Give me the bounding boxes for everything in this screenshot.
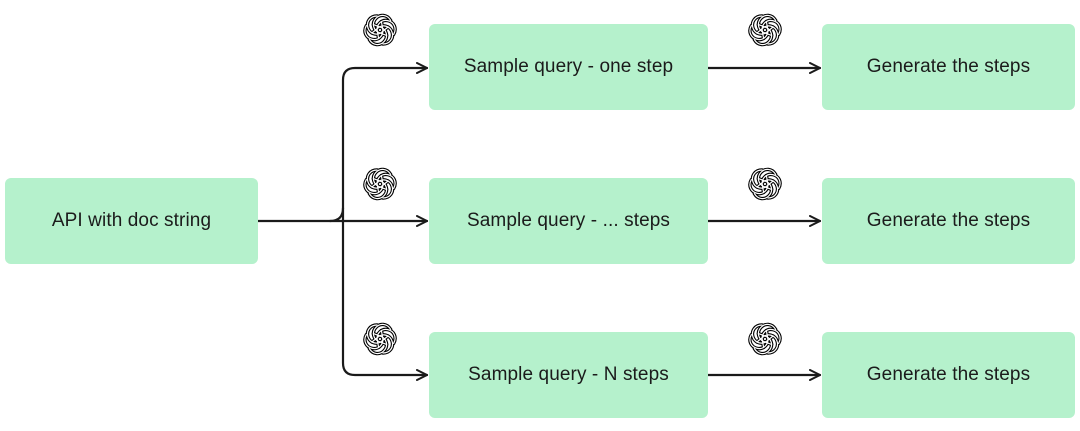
connector-source-trunk [256,206,345,223]
connector-to-query-1 [341,62,429,223]
query-node-label: Sample query - one step [463,56,674,77]
output-node-label: Generate the steps [866,210,1031,231]
source-node-api-doc-string: API with doc string [5,178,258,264]
query-node-label: Sample query - ... steps [466,210,671,231]
query-node-multi-step: Sample query - ... steps [429,178,708,264]
output-node-label: Generate the steps [866,364,1031,385]
openai-logo-icon [356,160,404,208]
output-node-generate-steps-2: Generate the steps [822,178,1075,264]
output-node-label: Generate the steps [866,56,1031,77]
connector-to-query-3 [341,219,429,381]
query-node-n-steps: Sample query - N steps [429,332,708,418]
openai-logo-icon [741,6,789,54]
openai-logo-icon [356,315,404,363]
query-node-label: Sample query - N steps [468,364,669,385]
source-node-label: API with doc string [51,210,212,231]
output-node-generate-steps-1: Generate the steps [822,24,1075,110]
openai-logo-icon [356,6,404,54]
openai-logo-icon [741,160,789,208]
query-node-one-step: Sample query - one step [429,24,708,110]
output-node-generate-steps-3: Generate the steps [822,332,1075,418]
openai-logo-icon [741,315,789,363]
